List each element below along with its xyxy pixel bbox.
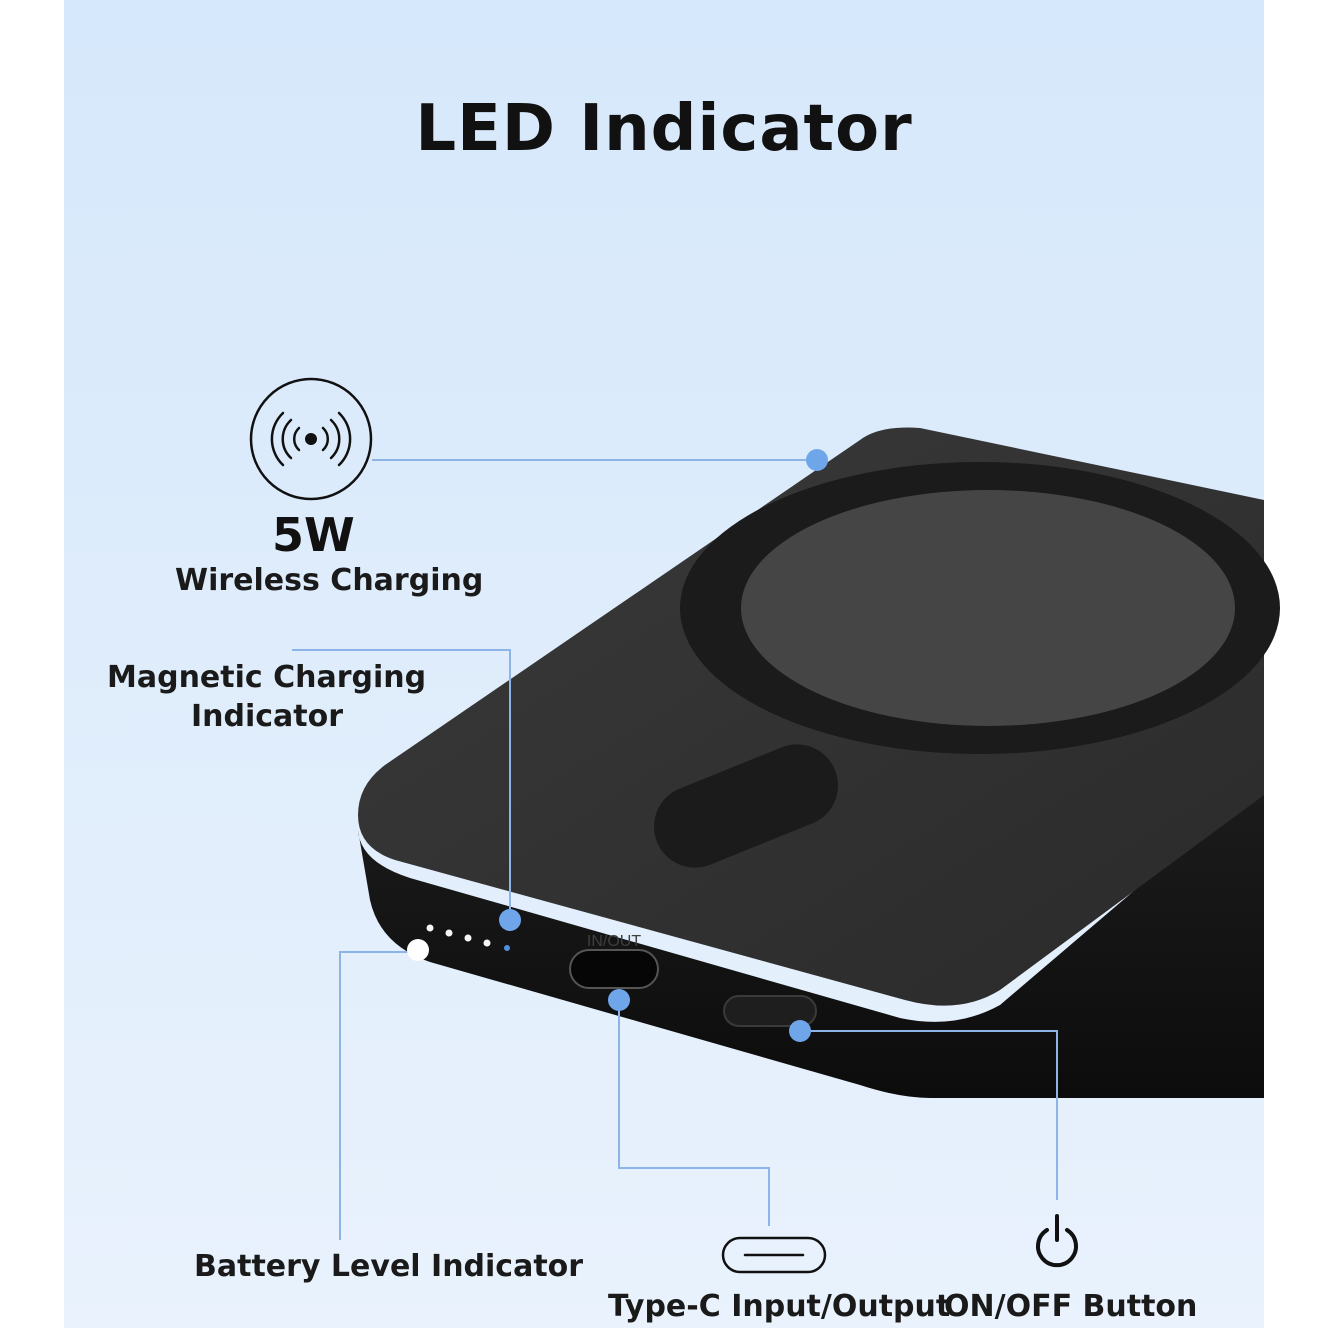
callout-dot-battery — [407, 939, 429, 961]
type-c-label: Type-C Input/Output — [608, 1289, 951, 1324]
device-side — [358, 780, 1264, 1098]
usb-c-port-icon — [721, 1236, 827, 1274]
callout-line-battery — [339, 951, 418, 1240]
usb-c-port — [569, 949, 659, 989]
led-dot — [483, 939, 491, 947]
power-icon — [1036, 1214, 1078, 1268]
callout-line-port — [618, 1000, 770, 1226]
led-dot — [464, 934, 472, 942]
page-title: LED Indicator — [415, 92, 913, 166]
magnetic-label-line2: Indicator — [191, 699, 344, 734]
wireless-charging-icon — [249, 377, 373, 501]
power-button-label: ON/OFF Button — [944, 1289, 1198, 1324]
battery-level-label: Battery Level Indicator — [194, 1249, 584, 1284]
magnetic-ring-center — [741, 490, 1235, 726]
callout-dot-wireless — [806, 449, 828, 471]
led-dot — [445, 929, 453, 937]
power-button — [723, 995, 817, 1027]
callout-dot-magnetic — [499, 909, 521, 931]
led-dot — [426, 924, 434, 932]
port-engraving: IN/OUT — [587, 933, 641, 950]
callout-line-power — [800, 1030, 1058, 1200]
wireless-power: 5W — [272, 508, 355, 562]
alignment-slot — [654, 744, 838, 868]
callout-dot-port — [608, 989, 630, 1011]
magnetic-label-line1: Magnetic Charging — [107, 660, 427, 695]
led-dot-blue — [504, 945, 510, 951]
wireless-charging-label: Wireless Charging — [175, 563, 484, 598]
callout-dot-power — [789, 1020, 811, 1042]
callout-line-magnetic — [292, 649, 511, 920]
